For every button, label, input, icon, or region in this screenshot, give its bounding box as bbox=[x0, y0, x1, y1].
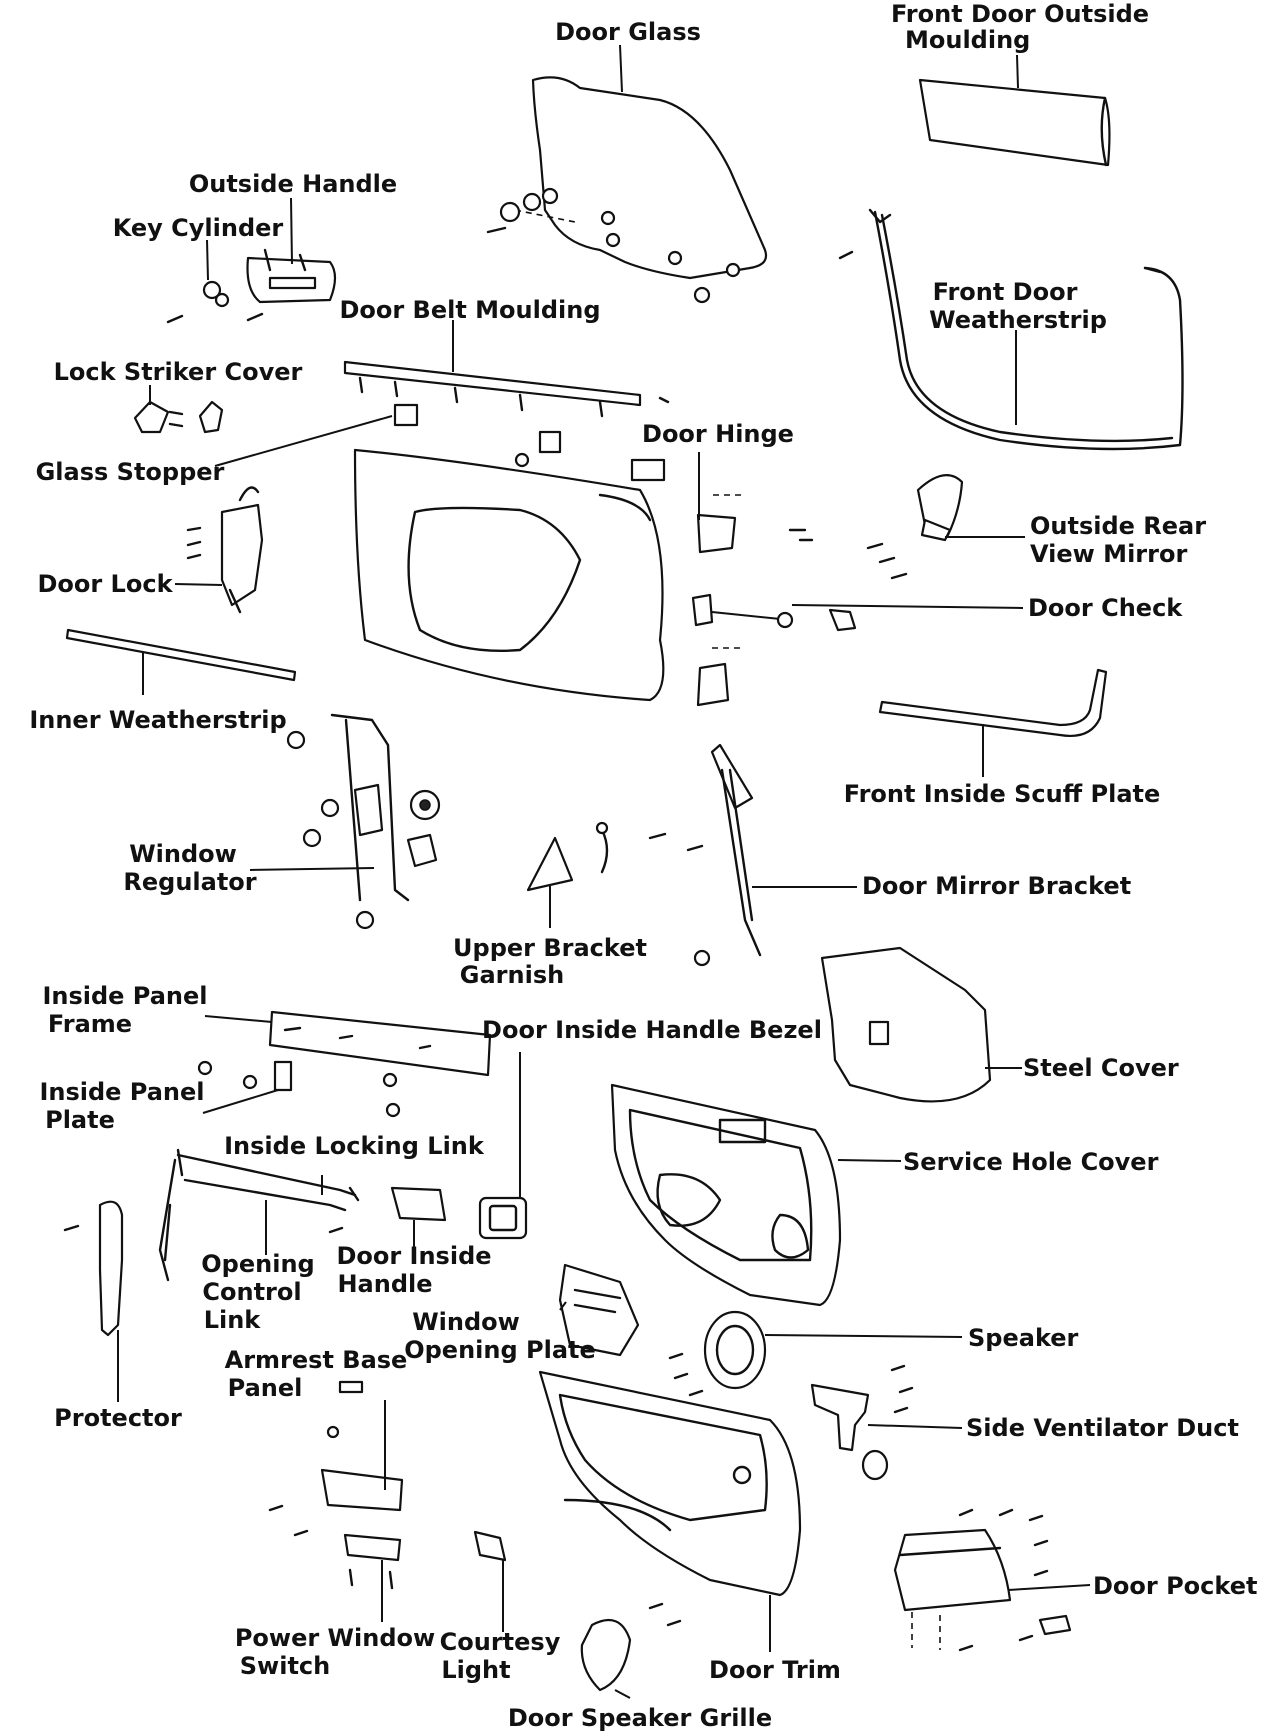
label-door-glass: Door Glass bbox=[555, 18, 701, 46]
door-inside-handle-bezel-part bbox=[478, 1196, 528, 1240]
protector-part bbox=[63, 1200, 124, 1337]
opening-control-link-part bbox=[163, 1178, 347, 1262]
door-trim-part bbox=[538, 1370, 802, 1597]
label-inner-weatherstrip: Inner Weatherstrip bbox=[29, 706, 286, 734]
side-ventilator-duct-part bbox=[810, 1364, 914, 1481]
label-speaker: Speaker bbox=[968, 1324, 1079, 1352]
label-upper-bracket-garnish: Upper Bracket bbox=[453, 934, 647, 962]
upper-bracket-garnish-part bbox=[526, 821, 704, 892]
label-service-hole-cover: Service Hole Cover bbox=[903, 1148, 1159, 1176]
label-door-check: Door Check bbox=[1028, 594, 1183, 622]
label-side-ventilator-duct: Side Ventilator Duct bbox=[966, 1414, 1239, 1442]
label-opening-control-link: Opening bbox=[201, 1250, 314, 1278]
lock-striker-cover-part bbox=[133, 400, 224, 434]
label-courtesy-light-line2: Light bbox=[441, 1656, 510, 1684]
label-front-door-weatherstrip-line2: Weatherstrip bbox=[929, 306, 1107, 334]
label-front-inside-scuff-plate: Front Inside Scuff Plate bbox=[844, 780, 1161, 808]
label-door-inside-handle-bezel: Door Inside Handle Bezel bbox=[482, 1016, 822, 1044]
label-courtesy-light: Courtesy bbox=[440, 1628, 561, 1656]
label-window-opening-plate-line2: Opening Plate bbox=[404, 1336, 596, 1364]
label-outside-rear-view-mirror: Outside Rear bbox=[1030, 512, 1206, 540]
label-door-lock: Door Lock bbox=[37, 570, 173, 598]
label-inside-panel-plate-line2: Plate bbox=[45, 1106, 115, 1134]
door-belt-moulding-part bbox=[343, 360, 670, 418]
door-pocket-part bbox=[893, 1508, 1072, 1652]
label-power-window-switch-line2: Switch bbox=[240, 1652, 330, 1680]
outside-handle-part bbox=[166, 248, 337, 324]
label-inside-locking-link: Inside Locking Link bbox=[224, 1132, 485, 1160]
inside-locking-link-part bbox=[158, 1148, 360, 1282]
label-opening-control-link-line2: Control bbox=[202, 1278, 301, 1306]
label-front-door-weatherstrip: Front Door bbox=[933, 278, 1078, 306]
label-steel-cover: Steel Cover bbox=[1023, 1054, 1179, 1082]
courtesy-light-part bbox=[473, 1530, 507, 1562]
label-glass-stopper: Glass Stopper bbox=[36, 458, 225, 486]
label-door-mirror-bracket: Door Mirror Bracket bbox=[862, 872, 1131, 900]
window-regulator-part bbox=[286, 713, 441, 930]
outside-rear-view-mirror-part bbox=[866, 474, 964, 580]
label-armrest-base-panel-line2: Panel bbox=[228, 1374, 303, 1402]
label-key-cylinder: Key Cylinder bbox=[113, 214, 284, 242]
label-outside-handle: Outside Handle bbox=[189, 170, 397, 198]
label-door-inside-handle: Door Inside bbox=[336, 1242, 491, 1270]
label-inside-panel-plate: Inside Panel bbox=[39, 1078, 204, 1106]
window-opening-plate-part bbox=[558, 1263, 640, 1357]
label-window-regulator-line2: Regulator bbox=[123, 868, 256, 896]
front-inside-scuff-plate-part bbox=[878, 668, 1108, 737]
label-front-door-outside-moulding: Front Door Outside bbox=[891, 0, 1149, 28]
label-front-door-outside-moulding-line2: Moulding bbox=[905, 26, 1030, 54]
label-door-trim: Door Trim bbox=[709, 1656, 841, 1684]
armrest-base-panel-part bbox=[268, 1380, 404, 1537]
inner-weatherstrip-part bbox=[65, 628, 297, 682]
inside-panel-plate-part bbox=[273, 1060, 293, 1092]
label-door-inside-handle-line2: Handle bbox=[337, 1270, 432, 1298]
inside-panel-frame-part bbox=[197, 1010, 492, 1118]
label-door-belt-moulding: Door Belt Moulding bbox=[339, 296, 600, 324]
front-door-weatherstrip-part bbox=[838, 208, 1184, 451]
label-inside-panel-frame: Inside Panel bbox=[42, 982, 207, 1010]
label-opening-control-link-line3: Link bbox=[204, 1306, 262, 1334]
label-window-opening-plate: Window bbox=[412, 1308, 520, 1336]
leader-lines bbox=[117, 44, 1091, 1699]
label-window-regulator: Window bbox=[129, 840, 237, 868]
label-door-hinge: Door Hinge bbox=[642, 420, 794, 448]
door-inner-panel-part bbox=[353, 448, 665, 702]
door-inside-handle-part bbox=[328, 1186, 447, 1234]
label-outside-rear-view-mirror-line2: View Mirror bbox=[1030, 540, 1187, 568]
label-inside-panel-frame-line2: Frame bbox=[48, 1010, 132, 1038]
door-speaker-grille-part bbox=[580, 1602, 682, 1692]
glass-stopper-part bbox=[393, 403, 666, 482]
door-mirror-bracket-part bbox=[693, 743, 762, 967]
speaker-part bbox=[668, 1310, 767, 1397]
door-lock-part bbox=[186, 486, 264, 614]
label-upper-bracket-garnish-line2: Garnish bbox=[460, 961, 564, 989]
power-window-switch-part bbox=[343, 1533, 402, 1590]
label-door-pocket: Door Pocket bbox=[1093, 1572, 1257, 1600]
label-protector: Protector bbox=[54, 1404, 182, 1432]
door-hinge-part bbox=[691, 494, 857, 707]
label-door-speaker-grille: Door Speaker Grille bbox=[508, 1704, 772, 1732]
label-armrest-base-panel: Armrest Base bbox=[225, 1346, 408, 1374]
service-hole-cover-part bbox=[610, 1083, 842, 1307]
label-lock-striker-cover: Lock Striker Cover bbox=[54, 358, 303, 386]
door-glass-part bbox=[486, 76, 768, 304]
label-power-window-switch: Power Window bbox=[235, 1624, 435, 1652]
steel-cover-part bbox=[820, 946, 992, 1103]
front-door-outside-moulding-part bbox=[918, 78, 1111, 167]
